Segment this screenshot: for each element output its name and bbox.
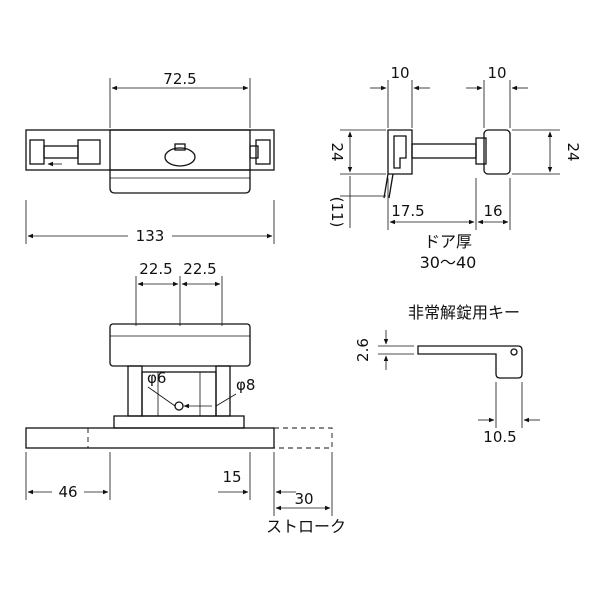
front-housing xyxy=(109,323,251,367)
dim-2-6-label: 2.6 xyxy=(354,338,372,362)
dim-22-5b-label: 22.5 xyxy=(183,260,216,278)
dim-24-right-label: 24 xyxy=(564,142,582,161)
dim-24-left-label: 24 xyxy=(328,142,346,161)
side-left-inner xyxy=(393,135,407,169)
stroke-ghost xyxy=(274,427,333,449)
top-view: 72.5 133 xyxy=(25,70,275,245)
dim-10-5-label: 10.5 xyxy=(483,428,516,446)
door-thickness-title: ドア厚 xyxy=(424,232,472,251)
left-bolt-body xyxy=(43,145,79,159)
key-body xyxy=(417,345,523,379)
right-bolt-body xyxy=(249,145,259,159)
side-left-leg xyxy=(388,173,394,199)
key-hole xyxy=(510,348,518,356)
front-base-plate xyxy=(25,427,275,449)
side-left-leg xyxy=(383,173,389,199)
side-right-collar xyxy=(475,137,487,165)
dim-30-label: 30 xyxy=(294,490,313,508)
top-base-plate xyxy=(25,129,275,171)
dim-22-5a-label: 22.5 xyxy=(139,260,172,278)
dim-phi6-label: φ6 xyxy=(147,369,166,387)
phi8-leader xyxy=(215,393,237,407)
front-pin xyxy=(174,401,184,411)
side-shaft xyxy=(411,143,477,159)
dim-10-left-label: 10 xyxy=(390,64,409,82)
front-post-left xyxy=(127,365,143,417)
emergency-key: 非常解錠用キー 2.6 10.5 xyxy=(354,303,540,446)
keyhole-icon xyxy=(164,147,196,167)
dim-15-label: 15 xyxy=(222,468,241,486)
left-bolt-end xyxy=(29,139,45,165)
stroke-label: ストローク xyxy=(266,517,346,536)
side-left-body xyxy=(387,129,413,175)
front-view: 22.5 22.5 φ6 φ8 46 15 xyxy=(25,260,346,536)
dim-72-5-label: 72.5 xyxy=(163,70,196,88)
right-bolt-end xyxy=(255,139,271,165)
dim-17-5-label: 17.5 xyxy=(391,202,424,220)
dim-46-label: 46 xyxy=(58,483,77,501)
keyhole-slot-icon xyxy=(174,143,186,151)
door-thickness-range: 30〜40 xyxy=(420,253,477,272)
phi6-leader xyxy=(147,386,176,407)
dim-phi8-label: φ8 xyxy=(236,376,255,394)
side-right-knob xyxy=(483,129,511,175)
side-view: 10 10 24 (11) 24 17 xyxy=(328,64,582,272)
dim-16-label: 16 xyxy=(483,202,502,220)
emergency-key-title: 非常解錠用キー xyxy=(408,303,520,322)
dim-11-label: (11) xyxy=(328,197,346,228)
front-base-block xyxy=(113,415,245,429)
left-bolt-block xyxy=(77,139,101,165)
top-housing-front xyxy=(109,170,251,194)
front-post-right xyxy=(215,365,231,417)
dim-133-label: 133 xyxy=(136,227,165,245)
dim-10-right-label: 10 xyxy=(487,64,506,82)
